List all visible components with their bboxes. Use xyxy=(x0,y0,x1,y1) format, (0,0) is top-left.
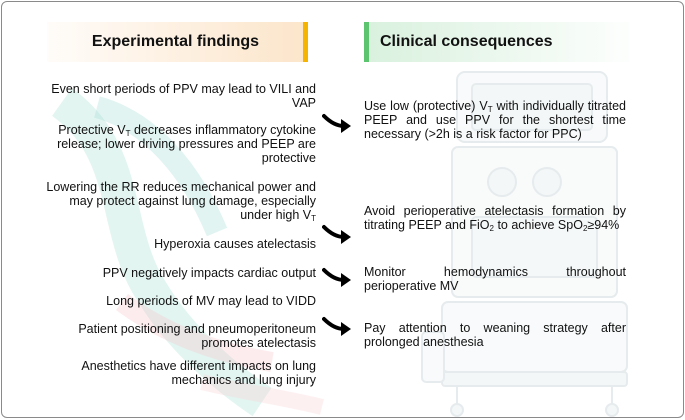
consequence-monitor-hemodynamics: Monitor hemodynamics throughout perioper… xyxy=(364,265,626,293)
experimental-findings-header: Experimental findings xyxy=(47,22,308,62)
subscript: T xyxy=(125,129,131,138)
subscript: 2 xyxy=(582,224,588,233)
finding-mv-vidd: Long periods of MV may lead to VIDD xyxy=(38,294,316,308)
finding-text: Lowering the RR reduces mechanical power… xyxy=(46,180,316,222)
finding-text: Long periods of MV may lead to VIDD xyxy=(106,294,316,308)
finding-hyperoxia: Hyperoxia causes atelectasis xyxy=(38,237,316,251)
finding-protective-vt: Protective VT decreases inflammatory cyt… xyxy=(38,123,316,165)
curved-arrow-icon xyxy=(322,317,351,336)
finding-text: Protective V xyxy=(58,123,126,137)
clinical-consequences-header: Clinical consequences xyxy=(364,22,630,62)
curved-arrow-icon xyxy=(322,268,351,287)
clinical-consequences-title: Clinical consequences xyxy=(380,33,553,50)
consequence-low-vt: Use low (protective) VT with individuall… xyxy=(364,99,626,141)
finding-positioning: Patient positioning and pneumoperitoneum… xyxy=(38,322,316,350)
finding-text: PPV negatively impacts cardiac output xyxy=(102,266,316,280)
finding-text: Even short periods of PPV may lead to VI… xyxy=(51,82,316,110)
curved-arrow-icon xyxy=(322,225,351,244)
finding-vili-vap: Even short periods of PPV may lead to VI… xyxy=(38,82,316,110)
consequence-avoid-atelectasis: Avoid perioperative atelectasis formatio… xyxy=(364,204,626,233)
right-header-accent xyxy=(364,22,369,62)
finding-anesthetics: Anesthetics have different impacts on lu… xyxy=(38,359,316,387)
consequence-text: Avoid perioperative atelectasis formatio… xyxy=(364,204,626,232)
consequence-text: ≥94% xyxy=(587,218,620,232)
consequence-text: with individually titrated PEEP and use … xyxy=(364,99,626,141)
experimental-findings-title: Experimental findings xyxy=(91,33,260,50)
finding-lowering-rr: Lowering the RR reduces mechanical power… xyxy=(38,180,316,223)
finding-text: Patient positioning and pneumoperitoneum… xyxy=(78,322,316,350)
finding-text: decreases inflammatory cytokine release;… xyxy=(57,123,316,165)
consequence-text: to achieve SpO xyxy=(493,218,583,232)
finding-ppv-cardiac-output: PPV negatively impacts cardiac output xyxy=(38,266,316,280)
subscript: T xyxy=(487,105,493,114)
consequence-weaning-strategy: Pay attention to weaning strategy after … xyxy=(364,321,626,349)
left-header-accent xyxy=(303,22,308,62)
consequence-text: Use low (protective) V xyxy=(364,99,488,113)
subscript: 2 xyxy=(489,224,494,233)
consequence-text: Monitor hemodynamics throughout perioper… xyxy=(364,265,626,293)
subscript: T xyxy=(311,214,316,223)
curved-arrow-icon xyxy=(322,114,351,133)
finding-text: Hyperoxia causes atelectasis xyxy=(154,237,316,251)
consequence-text: Pay attention to weaning strategy after … xyxy=(364,321,626,349)
finding-text: Anesthetics have different impacts on lu… xyxy=(81,359,316,387)
